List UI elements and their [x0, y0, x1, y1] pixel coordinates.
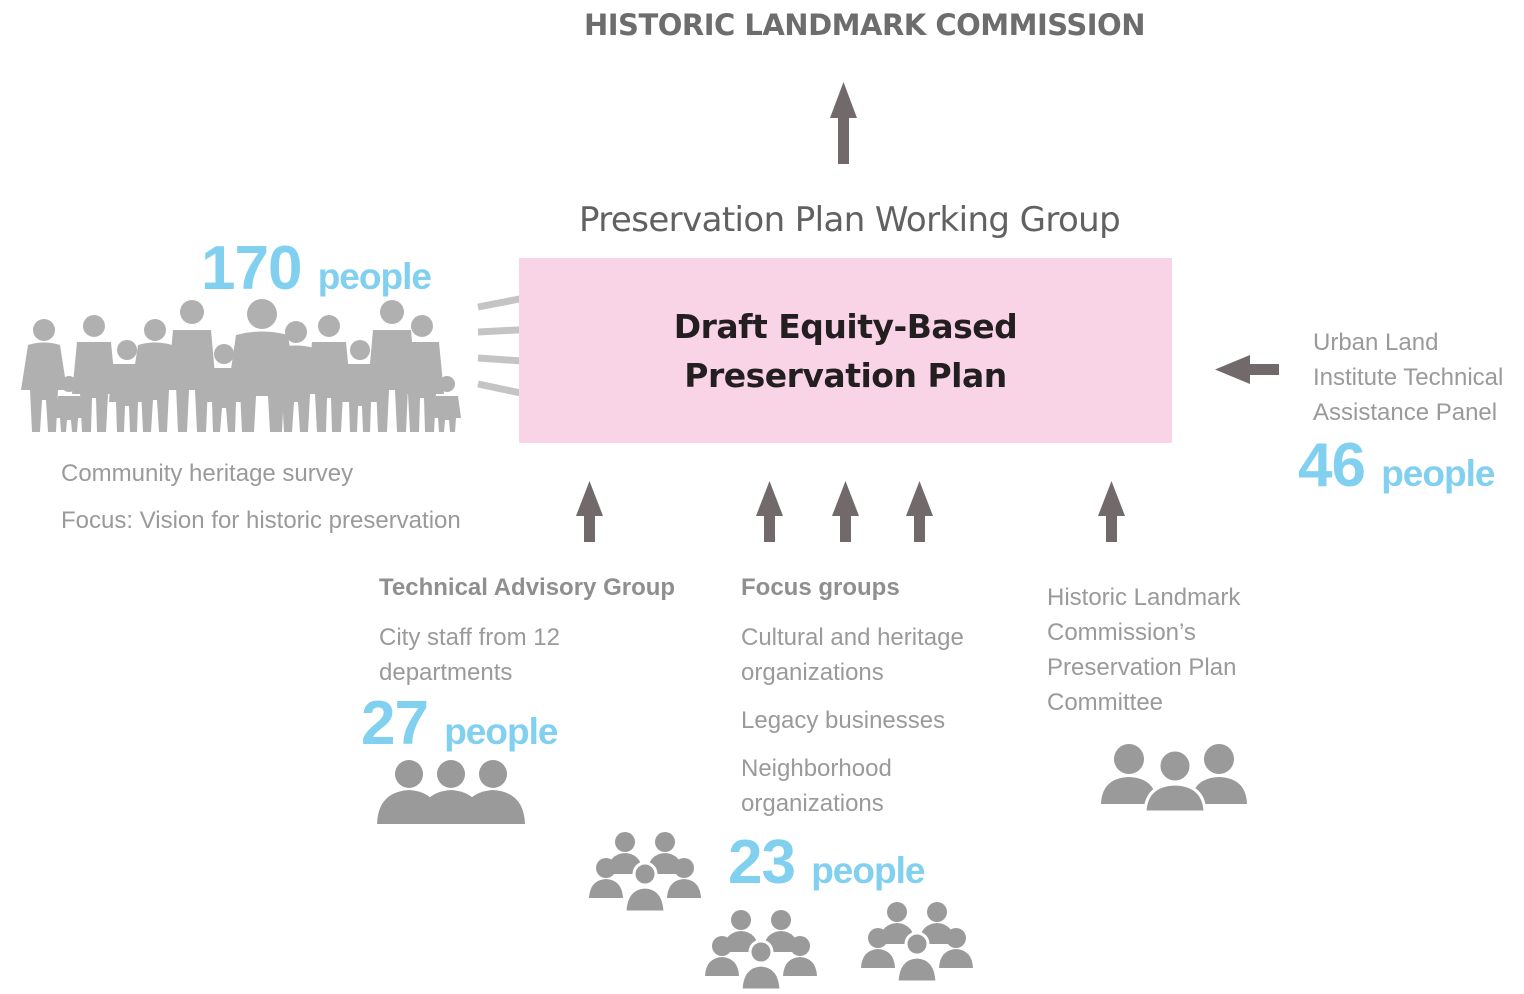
uli-count: 46 people [1298, 430, 1495, 501]
crowd-person [307, 315, 351, 432]
crowd-child [55, 376, 83, 432]
focus-item-neighborhood-line2: organizations [741, 790, 884, 817]
arrow-up-tag [576, 481, 603, 542]
committee-label-line1: Historic Landmark [1047, 584, 1241, 611]
focus-item-cultural: Cultural and heritage organizations [741, 620, 964, 690]
arrow-up-to-commission [830, 82, 857, 164]
community-count-number: 170 [201, 234, 302, 303]
tag-description-line2: departments [379, 659, 513, 686]
uli-label-line2: Institute Technical [1313, 364, 1504, 391]
focus-item-cultural-line2: organizations [741, 659, 884, 686]
committee-label-line4: Committee [1047, 689, 1164, 716]
arrow-up-focus-3 [906, 481, 933, 542]
plan-title-line1: Draft Equity-Based [673, 307, 1018, 346]
group-of-three-icon [377, 760, 525, 824]
arrow-up-focus-1 [756, 481, 783, 542]
crowd-child [433, 376, 461, 432]
plan-box: Draft Equity-Based Preservation Plan [519, 258, 1172, 443]
arrow-left-uli [1215, 355, 1279, 384]
tag-title: Technical Advisory Group [379, 574, 676, 601]
crowd-person [271, 321, 321, 432]
community-count-unit: people [317, 256, 432, 297]
tag-count: 27 people [361, 688, 558, 759]
focus-count: 23 people [728, 827, 925, 898]
focus-group-cluster-icon [705, 910, 817, 992]
tag-count-number: 27 [361, 689, 429, 758]
focus-group-cluster-icon [589, 832, 701, 914]
crowd-person [72, 315, 116, 432]
plan-title-line2: Preservation Plan [684, 356, 1007, 395]
crowd-child [204, 344, 244, 432]
focus-count-unit: people [811, 850, 925, 891]
community-label: Community heritage survey [61, 460, 354, 487]
arrow-up-focus-2 [832, 481, 859, 542]
committee-label: Historic Landmark Commission’s Preservat… [1047, 580, 1240, 720]
focus-item-neighborhood-line1: Neighborhood [741, 755, 892, 782]
committee-label-line3: Preservation Plan [1047, 654, 1237, 681]
uli-label-line3: Assistance Panel [1313, 399, 1498, 426]
committee-group-icon [1101, 744, 1247, 814]
focus-item-neighborhood: Neighborhood organizations [741, 751, 892, 821]
uli-count-number: 46 [1298, 431, 1366, 500]
tag-description: City staff from 12 departments [379, 620, 560, 690]
arrow-up-committee [1098, 481, 1125, 542]
crowd-child [342, 340, 378, 432]
uli-count-unit: people [1381, 453, 1495, 494]
focus-count-number: 23 [728, 828, 796, 897]
uli-label-line1: Urban Land [1313, 329, 1439, 356]
focus-item-legacy: Legacy businesses [741, 707, 946, 734]
crowd-child [109, 340, 145, 432]
focus-item-cultural-line1: Cultural and heritage [741, 624, 964, 651]
crowd-person [400, 315, 444, 432]
tag-description-line1: City staff from 12 [379, 624, 560, 651]
community-focus: Focus: Vision for historic preservation [61, 507, 461, 534]
crowd-icon [21, 299, 461, 432]
tag-count-unit: people [444, 711, 558, 752]
community-count: 170 people [201, 233, 432, 304]
committee-label-line2: Commission’s [1047, 619, 1196, 646]
uli-label: Urban Land Institute Technical Assistanc… [1313, 325, 1503, 430]
diagram-title: HISTORIC LANDMARK COMMISSION [584, 8, 1145, 42]
crowd-person [21, 319, 67, 432]
focus-group-cluster-icon [861, 902, 973, 984]
plan-title: Draft Equity-Based Preservation Plan [519, 302, 1172, 400]
focus-groups-title: Focus groups [741, 574, 900, 601]
crowd-person [131, 319, 179, 432]
working-group-label: Preservation Plan Working Group [579, 200, 1121, 240]
crowd-person [168, 300, 216, 432]
